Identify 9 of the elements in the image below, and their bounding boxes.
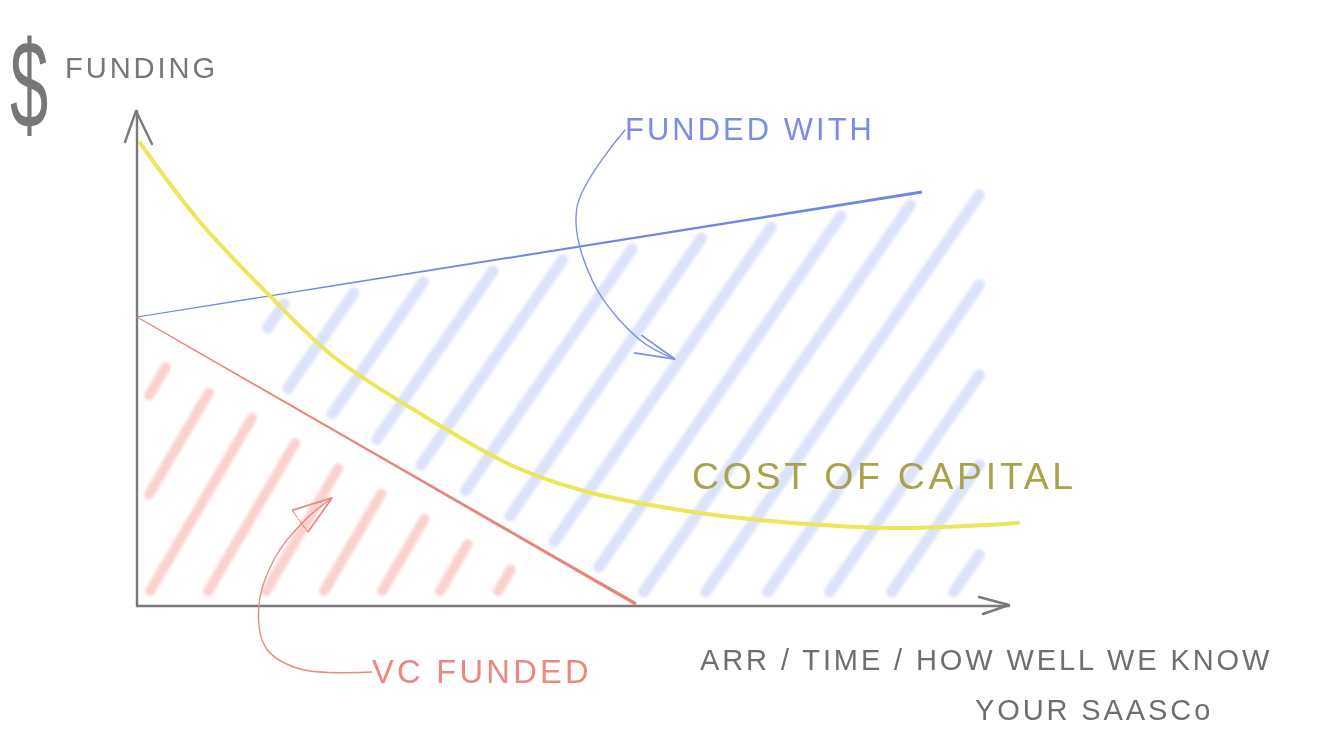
annotation-label: FUNDED WITH — [625, 114, 875, 146]
axis-label: FUNDING — [65, 54, 218, 84]
currency-symbol: $ — [10, 21, 56, 147]
annotation-label: VC FUNDED — [372, 655, 592, 689]
leader-arrow — [257, 497, 373, 674]
hatched-area — [144, 362, 516, 597]
axis-label: ARR / TIME / HOW WELL WE KNOW YOUR SAASCo — [700, 643, 1274, 728]
curve-label: COST OF CAPITAL — [692, 458, 1077, 496]
leader-arrow — [575, 129, 676, 360]
